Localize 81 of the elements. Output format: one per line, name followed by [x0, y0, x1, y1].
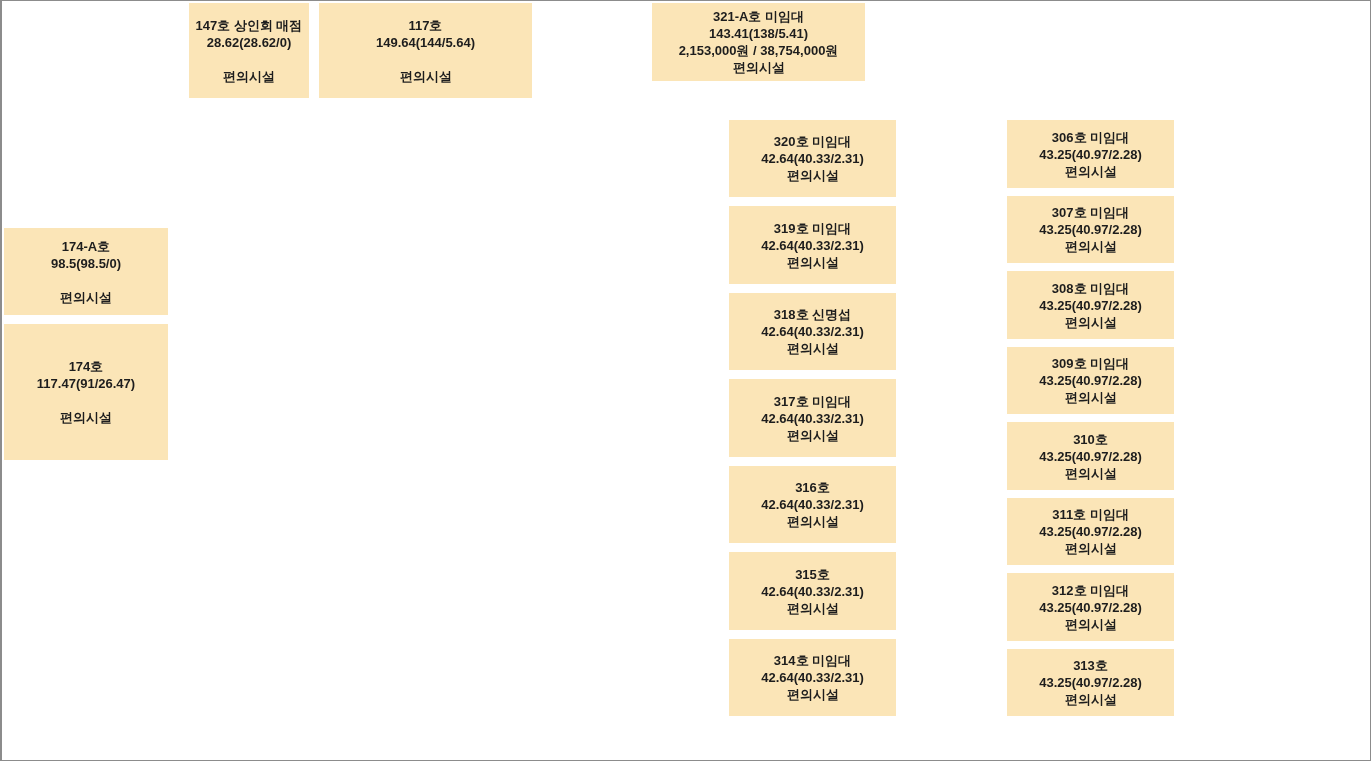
area-label: 43.25(40.97/2.28) — [1039, 674, 1142, 691]
store-unit — [1007, 498, 1174, 565]
store-unit — [729, 466, 896, 543]
store-unit — [319, 3, 532, 98]
use-category-label: 편의시설 — [1064, 238, 1117, 255]
store-unit — [729, 206, 896, 284]
unit-number-label: 309호 미임대 — [1051, 355, 1130, 372]
area-label: 43.25(40.97/2.28) — [1039, 447, 1142, 465]
use-category-label: 편의시설 — [60, 409, 112, 426]
use-category-label: 편의시설 — [1064, 162, 1117, 180]
use-category-label: 편의시설 — [1064, 389, 1117, 406]
use-category-label: 편의시설 — [223, 67, 275, 85]
store-unit — [729, 639, 896, 716]
use-category-label: 편의시설 — [1064, 691, 1117, 708]
rent-label: 2,153,000원 / 38,754,000원 — [678, 42, 839, 59]
unit-number-label: 317호 미임대 — [773, 392, 852, 410]
use-category-label: 편의시설 — [1064, 464, 1117, 482]
store-unit — [4, 228, 168, 315]
area-label: 42.64(40.33/2.31) — [761, 323, 864, 340]
area-label: 42.64(40.33/2.31) — [761, 496, 864, 513]
area-label: 43.25(40.97/2.28) — [1039, 296, 1142, 314]
store-unit — [1007, 347, 1174, 414]
store-unit — [652, 3, 865, 81]
area-label: 42.64(40.33/2.31) — [761, 150, 864, 167]
store-unit — [189, 3, 309, 98]
unit-number-label: 174호 — [68, 358, 104, 375]
area-label: 149.64(144/5.64) — [376, 33, 475, 51]
use-category-label: 편의시설 — [786, 599, 839, 617]
store-unit — [1007, 196, 1174, 263]
use-category-label: 편의시설 — [786, 167, 839, 184]
use-category-label: 편의시설 — [786, 253, 839, 271]
unit-number-label: 117호 — [408, 16, 443, 34]
unit-number-label: 321-A호 미임대 — [713, 8, 804, 25]
store-unit — [4, 324, 168, 460]
use-category-label: 편의시설 — [786, 426, 839, 444]
area-label: 42.64(40.33/2.31) — [761, 669, 864, 686]
use-category-label: 편의시설 — [786, 340, 839, 357]
use-category-label: 편의시설 — [786, 686, 839, 703]
store-unit — [729, 120, 896, 197]
area-label: 143.41(138/5.41) — [709, 25, 808, 42]
use-category-label: 편의시설 — [399, 67, 452, 85]
area-label: 43.25(40.97/2.28) — [1039, 221, 1142, 238]
unit-number-label: 311호 미임대 — [1052, 506, 1129, 523]
unit-number-label: 319호 미임대 — [773, 219, 852, 237]
area-label: 42.64(40.33/2.31) — [761, 409, 864, 427]
use-category-label: 편의시설 — [786, 513, 839, 530]
store-unit — [729, 293, 896, 370]
store-unit — [1007, 573, 1174, 641]
store-unit — [729, 379, 896, 457]
unit-number-label: 313호 — [1073, 657, 1108, 674]
store-unit — [1007, 120, 1174, 188]
unit-number-label: 310호 — [1073, 430, 1108, 448]
unit-number-label: 314호 미임대 — [773, 652, 852, 669]
area-label: 43.25(40.97/2.28) — [1039, 523, 1142, 540]
unit-number-label: 318호 신명섭 — [773, 306, 852, 323]
unit-number-label: 312호 미임대 — [1051, 581, 1130, 599]
unit-number-label: 307호 미임대 — [1051, 204, 1130, 221]
store-unit — [1007, 422, 1174, 490]
use-category-label: 편의시설 — [60, 288, 112, 306]
area-label: 43.25(40.97/2.28) — [1039, 598, 1142, 616]
area-label: 43.25(40.97/2.28) — [1039, 372, 1142, 389]
store-unit — [729, 552, 896, 630]
use-category-label: 편의시설 — [1064, 313, 1117, 331]
area-label: 42.64(40.33/2.31) — [761, 236, 864, 254]
store-unit — [1007, 271, 1174, 339]
use-category-label: 편의시설 — [732, 59, 785, 76]
unit-number-label: 320호 미임대 — [773, 133, 852, 150]
area-label: 43.25(40.97/2.28) — [1039, 145, 1142, 163]
use-category-label: 편의시설 — [1064, 615, 1117, 633]
area-label: 98.5(98.5/0) — [50, 254, 122, 272]
use-category-label: 편의시설 — [1064, 540, 1117, 557]
unit-number-label: 306호 미임대 — [1051, 128, 1130, 146]
area-label: 42.64(40.33/2.31) — [761, 582, 864, 600]
unit-number-label: 315호 — [795, 565, 830, 583]
area-label: 28.62(28.62/0) — [206, 33, 292, 51]
unit-number-label: 174-A호 — [61, 237, 111, 255]
area-label: 117.47(91/26.47) — [36, 375, 136, 392]
unit-number-label: 316호 — [795, 479, 830, 496]
unit-number-label: 147호 상인회 매점 — [195, 16, 303, 34]
unit-number-label: 308호 미임대 — [1051, 279, 1130, 297]
store-unit — [1007, 649, 1174, 716]
